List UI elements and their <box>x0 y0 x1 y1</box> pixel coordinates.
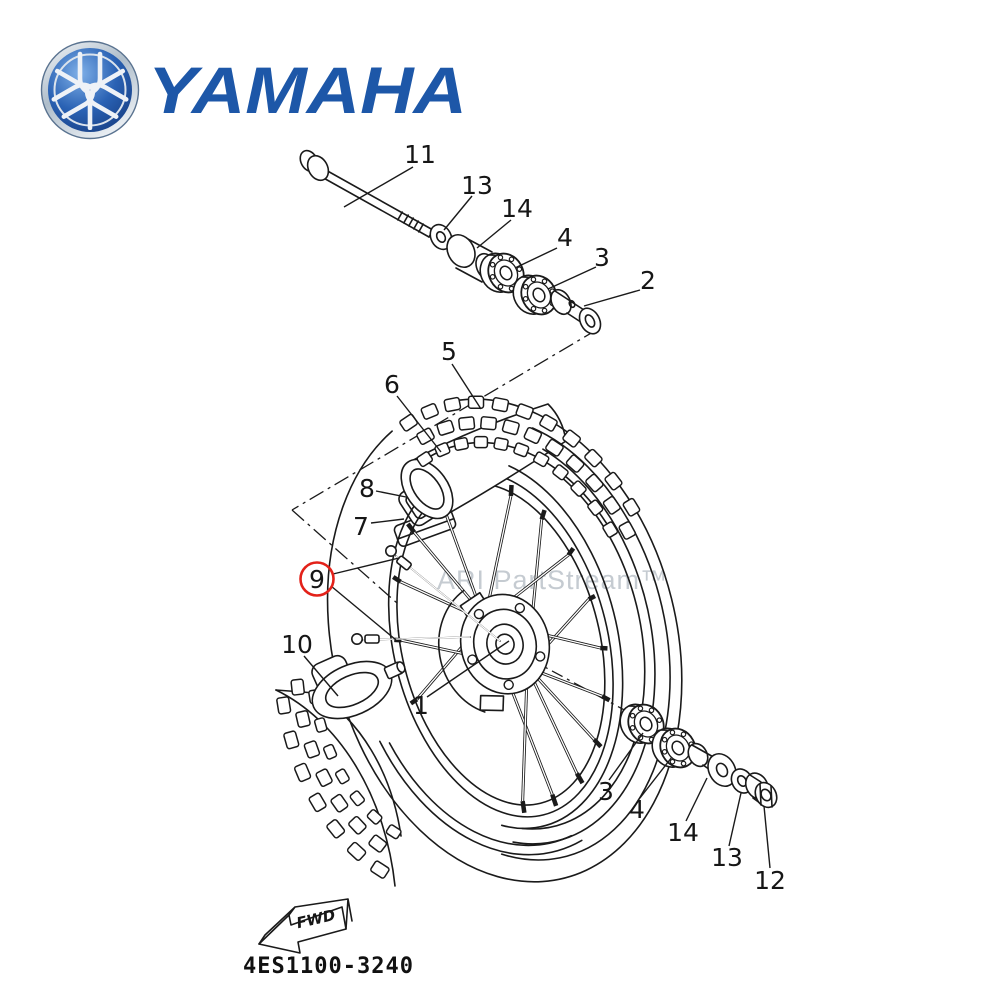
callout-9-highlighted[interactable]: 9 <box>309 565 325 594</box>
callout-leaders <box>303 166 771 869</box>
part-washer-top <box>429 223 453 251</box>
drawing-code: 4ES1100-3240 <box>243 954 414 979</box>
callout-12[interactable]: 12 <box>754 866 786 895</box>
callout-6[interactable]: 6 <box>384 370 400 399</box>
callout-3-bottom[interactable]: 3 <box>598 777 614 806</box>
part-axle-nut <box>744 772 778 809</box>
part-spacer-bottom <box>687 742 737 788</box>
callout-13-top[interactable]: 13 <box>461 171 493 200</box>
yamaha-logo: YAMAHA <box>40 40 467 140</box>
callout-13-bottom[interactable]: 13 <box>711 843 743 872</box>
part-rim-lock <box>311 654 406 720</box>
callout-4-top[interactable]: 4 <box>557 223 573 252</box>
part-bearing-top-3 <box>512 274 558 316</box>
part-bearing-bottom-4 <box>651 727 697 769</box>
callouts: 11 13 14 4 3 2 5 6 8 7 9 10 1 3 4 14 13 … <box>281 140 786 895</box>
assembly-centerlines <box>291 328 642 720</box>
callout-11-top[interactable]: 11 <box>404 140 436 169</box>
part-spoke-a <box>384 544 501 642</box>
callout-3-top[interactable]: 3 <box>594 243 610 272</box>
callout-8[interactable]: 8 <box>359 474 375 503</box>
callout-7[interactable]: 7 <box>353 512 369 541</box>
part-tire <box>326 395 683 883</box>
part-wheel-rim-hub <box>378 470 614 856</box>
callout-14-bottom[interactable]: 14 <box>667 818 699 847</box>
tuning-forks-mark <box>51 51 129 130</box>
callout-10[interactable]: 10 <box>281 630 313 659</box>
callout-4-bottom[interactable]: 4 <box>629 795 645 824</box>
fwd-arrow: FWD <box>258 898 353 954</box>
part-spoke-b <box>350 632 471 645</box>
axle-threads <box>396 211 425 233</box>
part-tire-section <box>275 678 402 887</box>
callout-14-top[interactable]: 14 <box>501 194 533 223</box>
callout-5[interactable]: 5 <box>441 337 457 366</box>
brand-wordmark: YAMAHA <box>148 53 467 127</box>
part-collar <box>550 288 602 335</box>
selected-callout-ring[interactable] <box>299 561 335 597</box>
yamaha-emblem-icon <box>40 40 140 140</box>
tire-tread-knobs <box>399 395 641 540</box>
callout-1[interactable]: 1 <box>413 691 429 720</box>
callout-2[interactable]: 2 <box>640 266 656 295</box>
watermark-text: ARI PartStream™ <box>437 565 668 595</box>
